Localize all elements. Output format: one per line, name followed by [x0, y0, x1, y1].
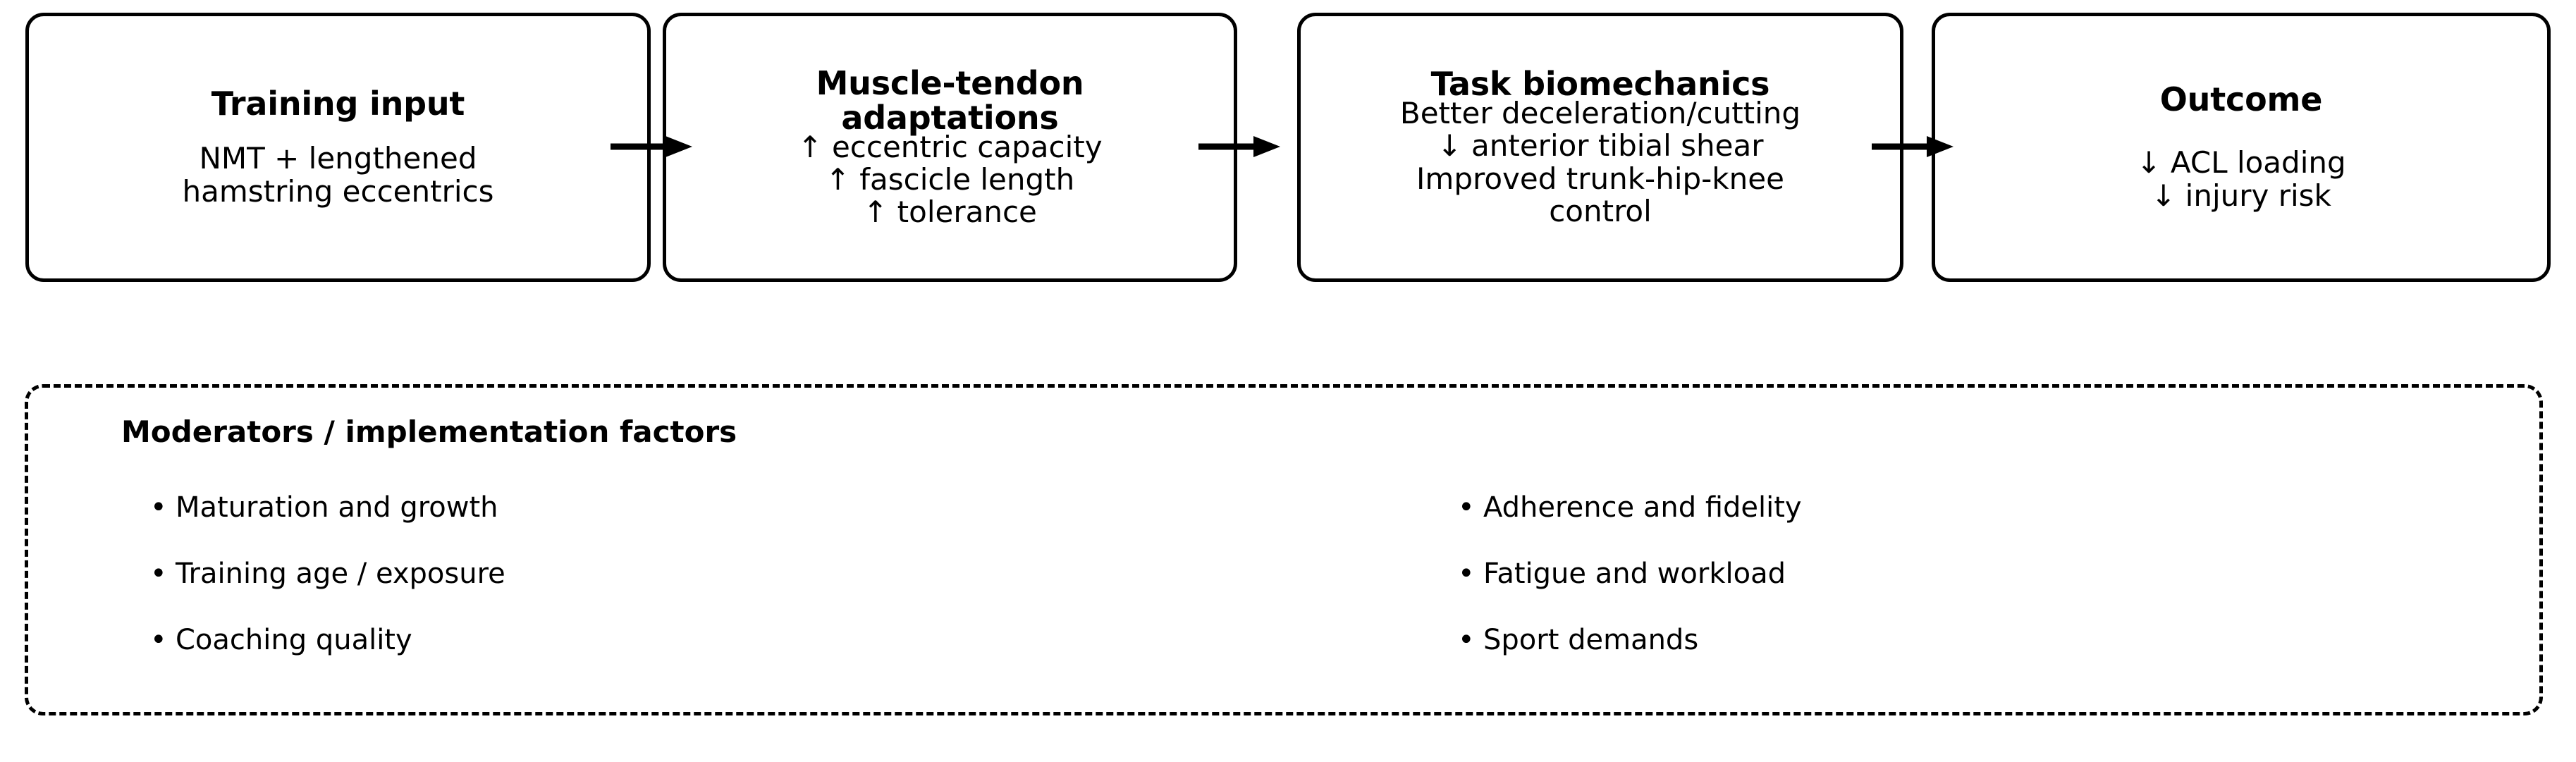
- flow-box-body: ↑ eccentric capacity ↑ fascicle length ↑…: [797, 129, 1103, 230]
- flow-box-training-input[interactable]: Training input NMT + lengthened hamstrin…: [25, 13, 651, 282]
- list-item-label: Training age / exposure: [176, 558, 505, 590]
- flow-box-body: ↓ ACL loading ↓ injury risk: [2136, 145, 2346, 213]
- flow-box-title: Task biomechanics: [1430, 65, 1770, 104]
- list-item[interactable]: • Sport demands: [1458, 626, 2445, 692]
- list-item-label: Adherence and fidelity: [1483, 491, 1802, 524]
- moderators-title: Moderators / implementation factors: [121, 414, 737, 449]
- moderators-left-column: • Maturation and growth • Training age /…: [150, 493, 1137, 692]
- list-item-label: Coaching quality: [176, 624, 412, 656]
- list-item-label: Fatigue and workload: [1483, 558, 1786, 590]
- flow-box-title: Muscle-tendon adaptations: [816, 63, 1084, 137]
- bullet-icon: •: [1458, 558, 1475, 590]
- flow-box-task-biomechanics[interactable]: Task biomechanics Better deceleration/cu…: [1297, 13, 1903, 282]
- flow-box-outcome[interactable]: Outcome ↓ ACL loading ↓ injury risk: [1932, 13, 2551, 282]
- flow-box-title: Training input: [211, 85, 465, 123]
- list-item[interactable]: • Maturation and growth: [150, 493, 1137, 560]
- bullet-icon: •: [1458, 491, 1475, 524]
- list-item[interactable]: • Coaching quality: [150, 626, 1137, 692]
- list-item[interactable]: • Fatigue and workload: [1458, 560, 2445, 626]
- arrow-right-icon: [611, 136, 692, 157]
- bullet-icon: •: [150, 491, 167, 524]
- moderators-panel: Moderators / implementation factors • Ma…: [25, 384, 2543, 715]
- list-item[interactable]: • Adherence and fidelity: [1458, 493, 2445, 560]
- arrow-right-icon: [1198, 136, 1280, 157]
- flow-box-body: NMT + lengthened hamstring eccentrics: [182, 141, 494, 209]
- flow-box-body: Better deceleration/cutting ↓ anterior t…: [1399, 96, 1801, 228]
- list-item[interactable]: • Training age / exposure: [150, 560, 1137, 626]
- bullet-icon: •: [150, 624, 167, 656]
- bullet-icon: •: [1458, 624, 1475, 656]
- list-item-label: Sport demands: [1483, 624, 1699, 656]
- flow-box-title: Outcome: [2159, 80, 2323, 119]
- arrow-right-icon: [1872, 136, 1954, 157]
- moderators-right-column: • Adherence and fidelity • Fatigue and w…: [1458, 493, 2445, 692]
- bullet-icon: •: [150, 558, 167, 590]
- flow-box-muscle-tendon-adaptations[interactable]: Muscle-tendon adaptations ↑ eccentric ca…: [663, 13, 1237, 282]
- flow-row: Training input NMT + lengthened hamstrin…: [0, 0, 2576, 296]
- list-item-label: Maturation and growth: [176, 491, 498, 524]
